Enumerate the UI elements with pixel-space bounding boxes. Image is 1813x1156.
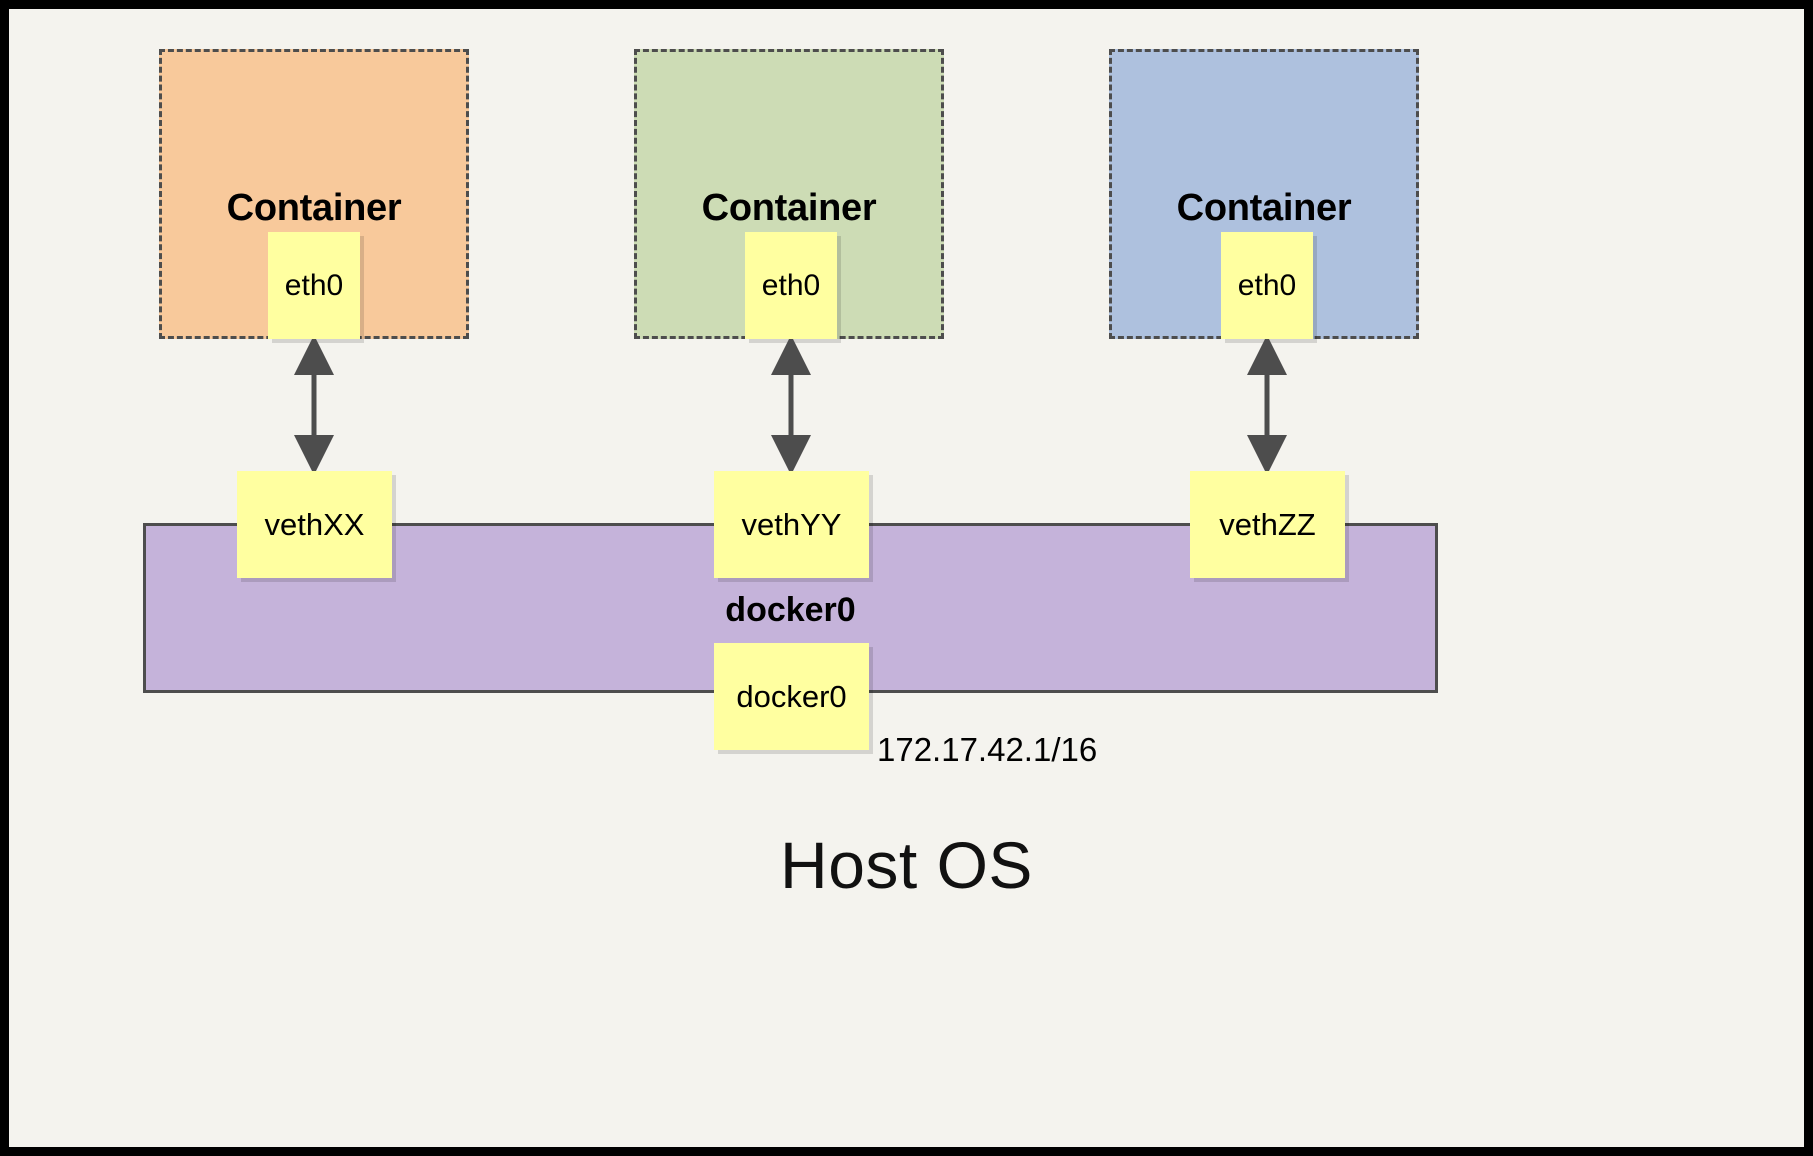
veth-note-2: vethYY [714,471,869,578]
container-eth0-note-3: eth0 [1221,232,1313,339]
veth-label-3: vethZZ [1219,507,1316,542]
host-os-label: Host OS [780,828,1033,902]
veth-link-arrow-2 [771,339,811,471]
veth-label-2: vethYY [741,507,842,542]
container-eth0-label-1: eth0 [284,268,344,302]
veth-note-3: vethZZ [1190,471,1345,578]
container-eth0-note-2: eth0 [745,232,837,339]
container-eth0-note-1: eth0 [268,232,360,339]
veth-link-arrow-3 [1247,339,1287,471]
container-eth0-label-3: eth0 [1237,268,1297,302]
container-title-1: Container [226,187,402,229]
container-title-3: Container [1176,187,1352,229]
docker0-ip-label: 172.17.42.1/16 [877,731,1098,768]
veth-link-arrow-1 [294,339,334,471]
veth-note-1: vethXX [237,471,392,578]
docker0-interface-note: docker0 [714,643,869,750]
container-title-2: Container [701,187,877,229]
docker0-interface-label: docker0 [736,679,847,714]
docker0-bridge-label: docker0 [725,591,856,629]
diagram-stage: Container eth0 Container eth0 Container … [9,9,1804,1147]
container-eth0-label-2: eth0 [761,268,821,302]
veth-label-1: vethXX [264,507,365,542]
